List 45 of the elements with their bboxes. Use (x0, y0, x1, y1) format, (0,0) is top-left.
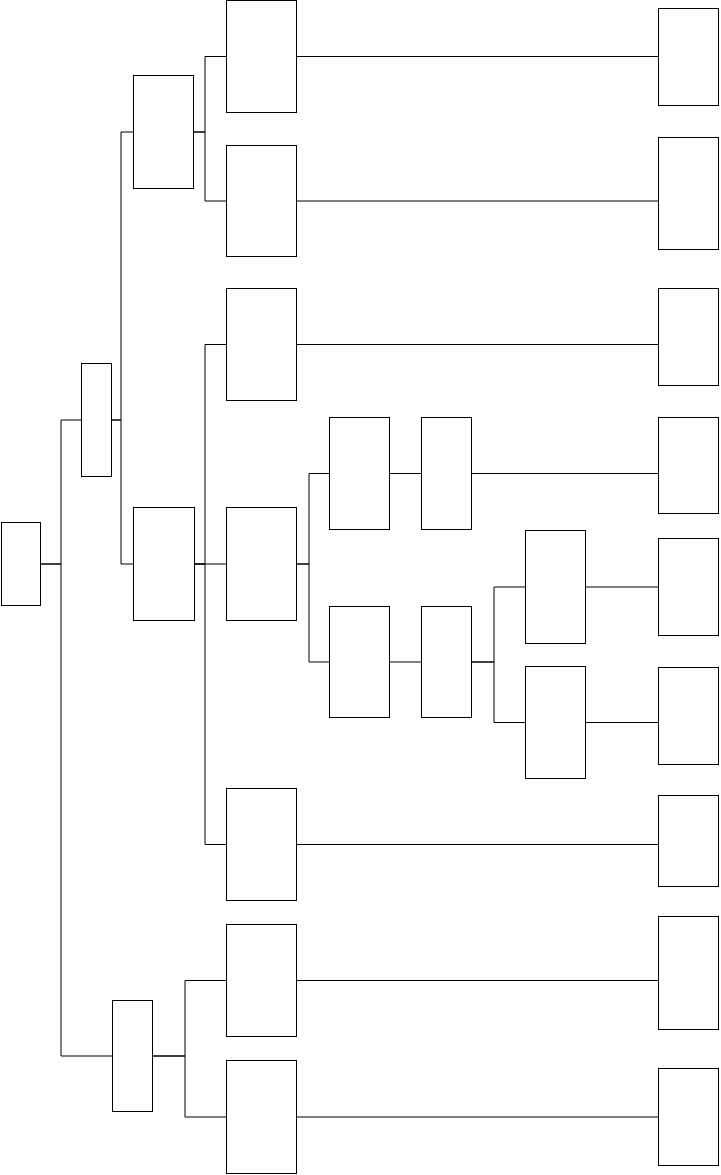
connector-line (296, 563, 330, 663)
node-box (81, 363, 112, 477)
node-box (421, 417, 472, 530)
node-box (658, 288, 719, 386)
connector-line (585, 586, 659, 588)
connector-line (471, 661, 526, 723)
node-box (133, 75, 194, 189)
node-box (226, 924, 297, 1037)
node-box (112, 1000, 153, 1112)
node-box (226, 788, 297, 901)
node-box (329, 417, 390, 530)
node-box (658, 667, 719, 765)
connector-line (152, 1055, 227, 1118)
connector-line (585, 722, 659, 723)
connector-line (40, 563, 113, 1057)
connector-line (389, 473, 422, 474)
node-box (658, 538, 719, 636)
node-box (421, 606, 472, 718)
connector-line (296, 980, 659, 981)
node-box (226, 288, 297, 401)
node-box (1, 522, 41, 606)
node-box (658, 8, 719, 106)
node-box (525, 530, 586, 644)
node-box (525, 666, 586, 779)
connector-line (193, 131, 227, 202)
node-box (226, 1060, 297, 1174)
node-box (226, 145, 297, 257)
node-box (658, 1068, 719, 1166)
node-box (226, 0, 297, 113)
connector-line (296, 1116, 659, 1118)
node-box (658, 916, 719, 1030)
connector-line (296, 344, 659, 345)
node-box (133, 507, 195, 621)
node-box (658, 137, 719, 250)
node-box (658, 417, 719, 514)
node-box (658, 795, 719, 887)
connector-line (471, 473, 659, 474)
node-box (226, 507, 297, 621)
connector-line (296, 56, 659, 57)
connector-line (111, 419, 134, 565)
connector-line (194, 563, 227, 845)
connector-line (296, 200, 659, 202)
node-box (329, 606, 390, 718)
connector-line (296, 844, 659, 845)
connector-line (389, 661, 422, 663)
